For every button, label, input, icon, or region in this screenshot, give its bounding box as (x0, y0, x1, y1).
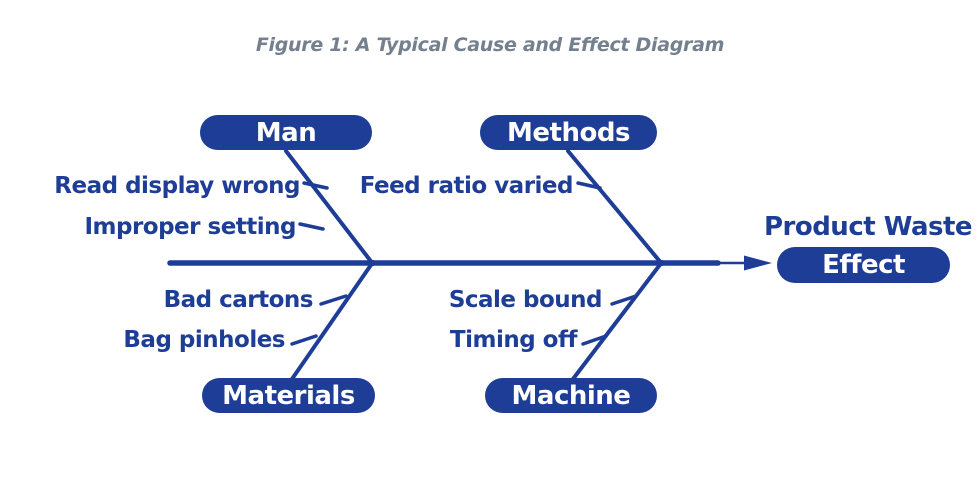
cause-label-bad-cartons: Bad cartons (163, 287, 314, 313)
spine-arrowhead (744, 255, 772, 271)
cause-label-scale-bound: Scale bound (448, 287, 603, 313)
effect-annotation: Product Waste (763, 212, 973, 242)
cause-label-read-display-wrong: Read display wrong (54, 173, 300, 199)
tick-scale-bound (610, 294, 638, 306)
figure-title: Figure 1: A Typical Cause and Effect Dia… (255, 34, 725, 56)
methods-bone (566, 149, 664, 266)
category-pill-methods: Methods (480, 115, 657, 150)
materials-bone (290, 260, 375, 381)
machine-bone (571, 260, 664, 381)
effect-pill: Effect (777, 247, 950, 283)
tick-read-display-wrong (302, 181, 329, 190)
category-pill-machine: Machine (485, 378, 657, 413)
tick-feed-ratio-varied (576, 181, 602, 190)
tick-timing-off (581, 334, 608, 346)
tick-bag-pinholes (290, 334, 318, 346)
tick-improper-setting (298, 222, 325, 231)
tick-bad-cartons (319, 294, 348, 306)
cause-label-timing-off: Timing off (449, 327, 578, 353)
man-bone (284, 149, 375, 266)
category-pill-materials: Materials (202, 378, 375, 413)
cause-label-feed-ratio-varied: Feed ratio varied (359, 173, 574, 199)
category-pill-man: Man (200, 115, 372, 150)
cause-label-bag-pinholes: Bag pinholes (123, 327, 285, 353)
cause-label-improper-setting: Improper setting (84, 214, 296, 240)
